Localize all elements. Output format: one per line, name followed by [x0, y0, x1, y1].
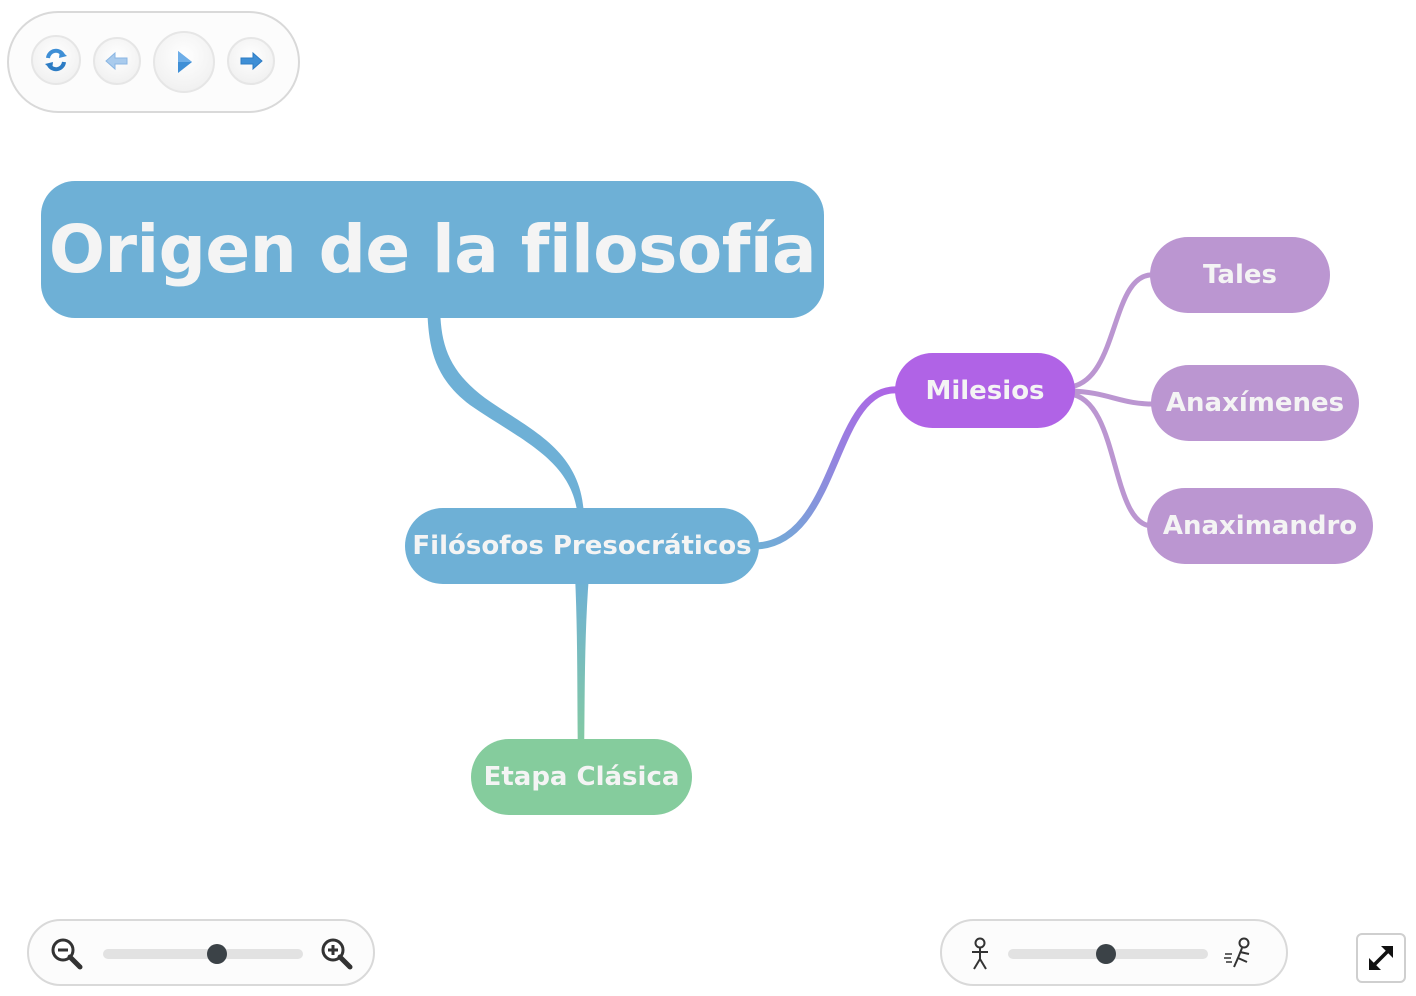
zoom-slider-track[interactable] [103, 949, 303, 959]
node-label: Anaximandro [1162, 511, 1358, 541]
back-button[interactable] [93, 37, 141, 85]
slow-speed-button[interactable] [960, 934, 1000, 974]
reload-icon [45, 48, 67, 72]
play-icon [178, 51, 192, 73]
expand-arrows-icon [1369, 946, 1393, 970]
walking-figure-icon [972, 937, 988, 970]
root-node-label: Origen de la filosofía [48, 211, 817, 288]
node-label: Tales [1203, 260, 1277, 290]
zoom-slider-thumb[interactable] [207, 944, 227, 964]
node-milesios[interactable]: Milesios [895, 353, 1075, 428]
zoom-controls [27, 919, 375, 986]
node-etapa-clasica[interactable]: Etapa Clásica [471, 739, 692, 815]
zoom-in-icon [321, 938, 353, 970]
zoom-out-button[interactable] [47, 934, 87, 974]
fast-speed-button[interactable] [1220, 934, 1260, 974]
arrow-left-icon [105, 51, 128, 71]
reload-button[interactable] [31, 35, 81, 85]
connector-root-presocraticos [427, 300, 584, 520]
arrow-right-icon [240, 51, 263, 71]
node-label: Milesios [925, 375, 1045, 406]
node-anaximandro[interactable]: Anaximandro [1147, 488, 1373, 564]
fullscreen-button[interactable] [1356, 933, 1406, 983]
zoom-in-button[interactable] [317, 934, 357, 974]
running-figure-icon [1224, 937, 1250, 968]
mindmap-root-node[interactable]: Origen de la filosofía [41, 181, 824, 318]
speed-controls [940, 919, 1288, 986]
playback-controls [7, 11, 300, 113]
play-button[interactable] [153, 31, 215, 93]
node-tales[interactable]: Tales [1150, 237, 1330, 313]
zoom-out-icon [51, 938, 83, 970]
node-label: Filósofos Presocráticos [412, 531, 752, 561]
forward-button[interactable] [227, 37, 275, 85]
node-filosofos-presocraticos[interactable]: Filósofos Presocráticos [405, 508, 759, 584]
node-label: Etapa Clásica [483, 762, 680, 792]
connector-presocraticos-milesios [746, 386, 902, 550]
connector-presocraticos-etapa [575, 575, 589, 760]
speed-slider-thumb[interactable] [1096, 944, 1116, 964]
connector-milesios-anaximenes [1067, 388, 1161, 407]
node-label: Anaxímenes [1165, 388, 1345, 418]
node-anaximenes[interactable]: Anaxímenes [1151, 365, 1359, 441]
connector-milesios-tales [1067, 272, 1158, 390]
connector-milesios-anaximandro [1067, 391, 1155, 529]
